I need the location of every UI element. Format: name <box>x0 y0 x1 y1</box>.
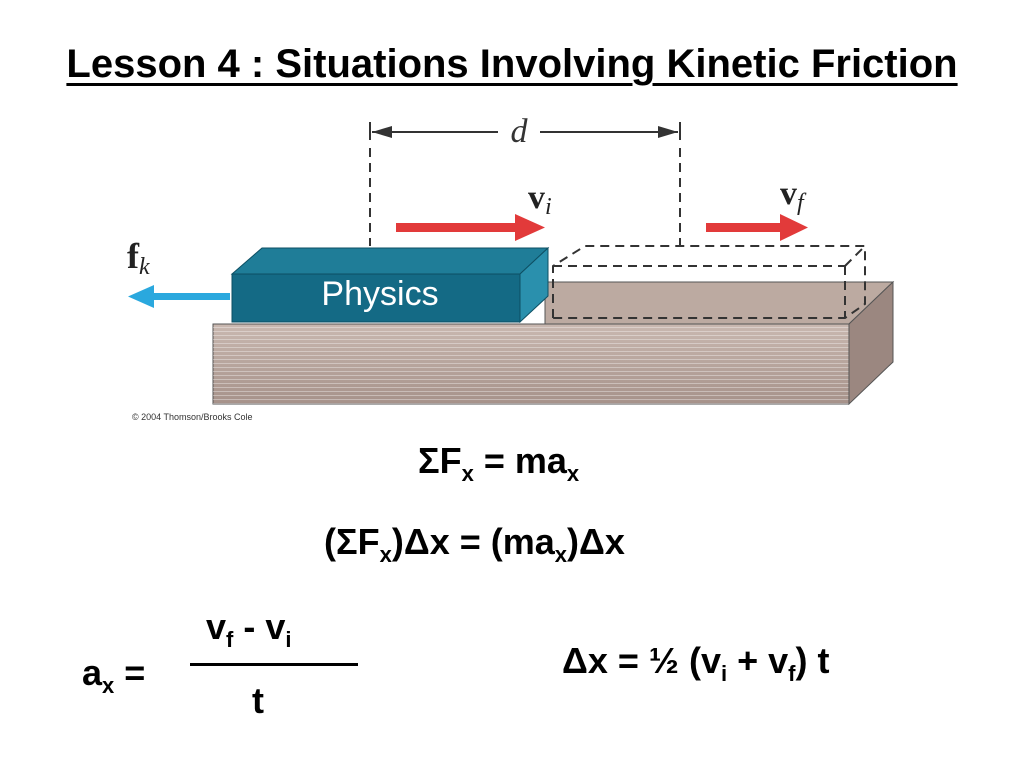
table-side <box>848 280 894 406</box>
distance-marker <box>369 122 681 246</box>
vf-label: vf <box>780 175 807 216</box>
kinetic-friction-diagram: Physics d vi vf fk © 2004 Thomson/Brooks… <box>127 113 895 422</box>
acceleration-lhs: ax = <box>82 652 146 698</box>
table <box>212 280 895 406</box>
book-final-outline <box>552 245 866 319</box>
acceleration-numerator: vf - vi <box>206 606 292 652</box>
displacement-equation: Δx = ½ (vi + vf) t <box>562 640 830 686</box>
fraction-bar <box>190 663 358 666</box>
book-label: Physics <box>321 275 438 313</box>
newton-second-law-equation: ΣFx = max <box>418 440 580 486</box>
acceleration-denominator: t <box>252 680 264 721</box>
page-title: Lesson 4 : Situations Involving Kinetic … <box>66 42 958 86</box>
final-velocity-arrow <box>706 214 808 241</box>
work-energy-equation: (ΣFx)Δx = (max)Δx <box>324 521 625 567</box>
physics-book: Physics <box>230 246 550 324</box>
distance-label: d <box>511 113 529 150</box>
vi-label: vi <box>528 179 552 220</box>
fk-label: fk <box>127 236 150 280</box>
copyright-text: © 2004 Thomson/Brooks Cole <box>132 412 253 422</box>
initial-velocity-arrow <box>396 214 545 241</box>
friction-force-arrow <box>128 285 230 308</box>
